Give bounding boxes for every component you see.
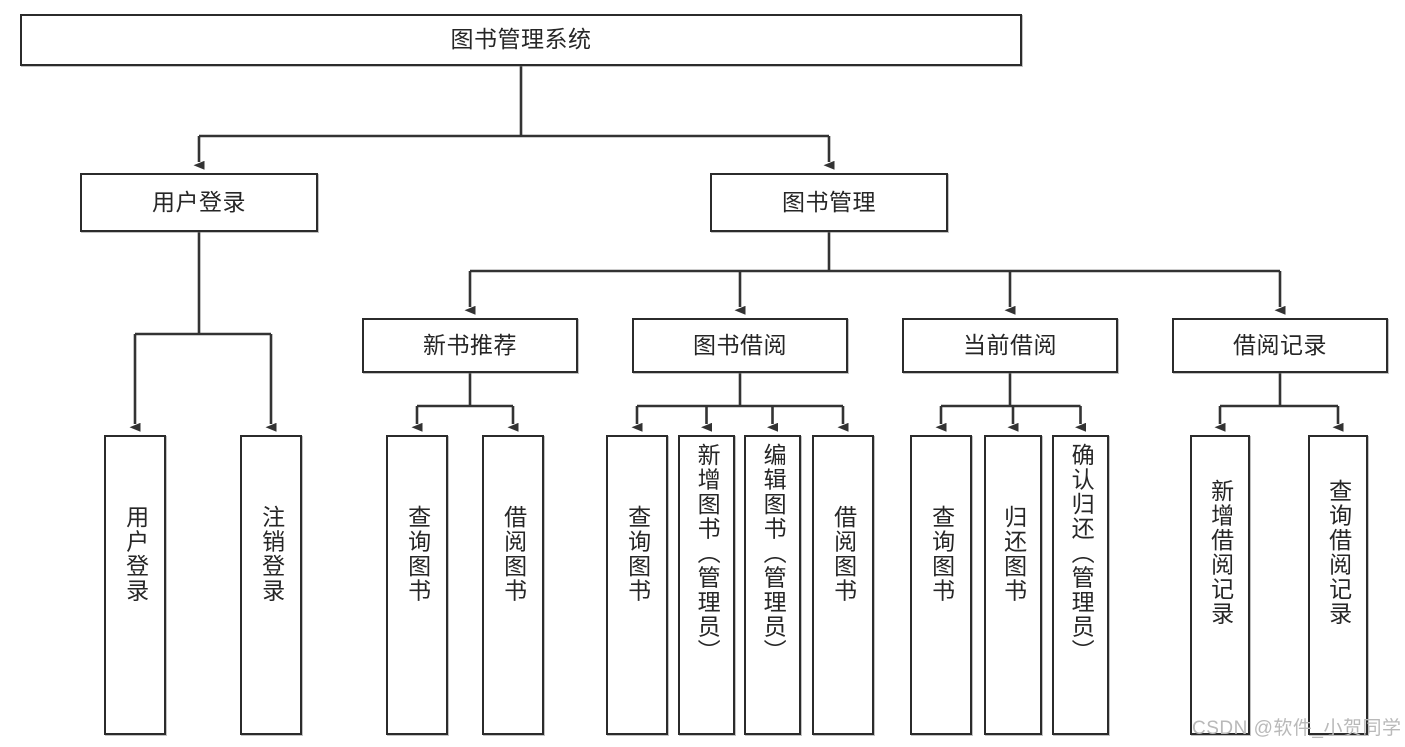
node-leaf-query-book-rec[interactable]: 查询图书	[386, 435, 448, 735]
node-label-wrap: 查询图书	[912, 437, 970, 747]
node-label-wrap: 图书管理	[712, 175, 946, 230]
node-leaf-user-login[interactable]: 用户登录	[104, 435, 166, 735]
node-leaf-add-record[interactable]: 新增借阅记录	[1190, 435, 1250, 735]
node-label-wrap: 借阅记录	[1174, 320, 1386, 371]
node-label-wrap: 归还图书	[986, 437, 1040, 747]
node-label: 新书推荐	[423, 331, 517, 358]
node-user-login[interactable]: 用户登录	[80, 173, 318, 232]
node-current-borrow[interactable]: 当前借阅	[902, 318, 1118, 373]
node-label-wrap: 当前借阅	[904, 320, 1116, 371]
node-leaf-confirm-return[interactable]: 确认归还（管理员）	[1052, 435, 1109, 735]
node-label: 归还图书	[1000, 505, 1027, 603]
node-label-wrap: 借阅图书	[814, 437, 872, 747]
node-label-wrap: 新书推荐	[364, 320, 576, 371]
node-book-manage[interactable]: 图书管理	[710, 173, 948, 232]
node-label-wrap: 查询借阅记录	[1310, 437, 1366, 747]
node-label-wrap: 新增图书（管理员）	[680, 437, 733, 739]
node-label: 当前借阅	[963, 331, 1057, 358]
node-label-wrap: 注销登录	[242, 437, 300, 747]
node-label: 查询借阅记录	[1325, 479, 1352, 626]
node-leaf-query-book[interactable]: 查询图书	[606, 435, 668, 735]
watermark-text: CSDN @软件_小贺同学	[1192, 718, 1402, 739]
node-leaf-return-book[interactable]: 归还图书	[984, 435, 1042, 735]
node-label: 借阅图书	[500, 505, 527, 603]
node-label-wrap: 用户登录	[106, 437, 164, 747]
node-root-root[interactable]: 图书管理系统	[20, 14, 1022, 66]
node-label: 图书管理系统	[450, 26, 592, 53]
node-label-wrap: 查询图书	[388, 437, 446, 747]
node-leaf-add-book[interactable]: 新增图书（管理员）	[678, 435, 735, 735]
node-leaf-borrow-book-rec[interactable]: 借阅图书	[482, 435, 544, 735]
node-label-wrap: 图书管理系统	[22, 16, 1020, 64]
node-leaf-borrow-book[interactable]: 借阅图书	[812, 435, 874, 735]
node-label: 查询图书	[624, 505, 651, 603]
node-label-wrap: 确认归还（管理员）	[1054, 437, 1107, 739]
node-label-wrap: 新增借阅记录	[1192, 437, 1248, 747]
node-label: 图书管理	[782, 188, 876, 215]
node-label: 借阅记录	[1233, 331, 1327, 358]
node-label: 确认归还（管理员）	[1068, 443, 1095, 664]
node-label: 查询图书	[928, 505, 955, 603]
node-label-wrap: 图书借阅	[634, 320, 846, 371]
node-leaf-query-record[interactable]: 查询借阅记录	[1308, 435, 1368, 735]
node-label-wrap: 用户登录	[82, 175, 316, 230]
node-label: 新增借阅记录	[1207, 479, 1234, 626]
node-label: 编辑图书（管理员）	[760, 443, 787, 664]
node-leaf-edit-book[interactable]: 编辑图书（管理员）	[744, 435, 801, 735]
node-new-book-rec[interactable]: 新书推荐	[362, 318, 578, 373]
node-label: 注销登录	[258, 505, 285, 603]
node-label-wrap: 借阅图书	[484, 437, 542, 747]
node-label-wrap: 编辑图书（管理员）	[746, 437, 799, 739]
node-label: 图书借阅	[693, 331, 787, 358]
node-book-borrow[interactable]: 图书借阅	[632, 318, 848, 373]
node-label: 借阅图书	[830, 505, 857, 603]
node-label: 查询图书	[404, 505, 431, 603]
node-label: 用户登录	[122, 505, 149, 603]
node-borrow-record[interactable]: 借阅记录	[1172, 318, 1388, 373]
node-label: 新增图书（管理员）	[694, 443, 721, 664]
node-label-wrap: 查询图书	[608, 437, 666, 747]
node-label: 用户登录	[152, 188, 246, 215]
node-leaf-user-logout[interactable]: 注销登录	[240, 435, 302, 735]
node-leaf-query-book-cur[interactable]: 查询图书	[910, 435, 972, 735]
